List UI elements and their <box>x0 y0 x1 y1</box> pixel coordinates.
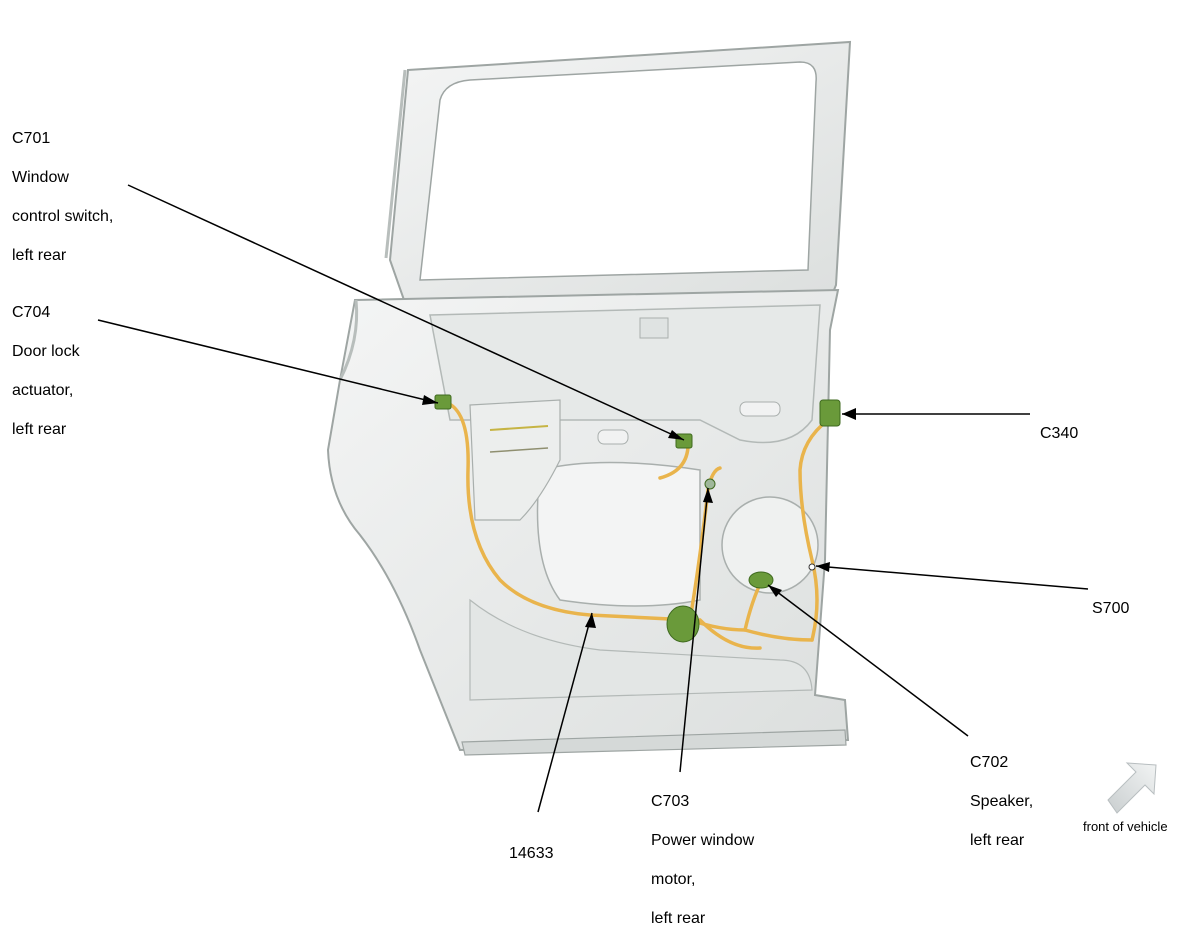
callout-c702-line1: Speaker, <box>970 792 1034 810</box>
callout-c703-line3: left rear <box>651 909 706 927</box>
callout-c702: C702 Speaker, left rear <box>970 733 1033 870</box>
callout-c704: C704 Door lock actuator, left rear <box>12 283 80 459</box>
leader-c704 <box>97 319 439 404</box>
leader-c703 <box>679 487 709 773</box>
connector-c703 <box>666 605 700 643</box>
door-panel <box>326 288 850 756</box>
wiring-diagram: C701 Window control switch, left rear C7… <box>12 40 1168 927</box>
callout-c702-line2: left rear <box>970 831 1025 849</box>
callout-c340-id: C340 <box>1040 424 1079 442</box>
connector-c340 <box>819 399 841 427</box>
door-illustration <box>97 40 1157 814</box>
callout-c703: C703 Power window motor, left rear <box>651 772 754 948</box>
callout-c701-line2: control switch, <box>12 207 114 225</box>
callout-c703-id: C703 <box>651 792 690 810</box>
leader-arrowheads <box>422 395 856 628</box>
callout-c340: C340 <box>1040 404 1078 463</box>
arrow-up-right-icon <box>1107 762 1157 814</box>
callout-14633-id: 14633 <box>509 844 554 862</box>
callout-s700: S700 <box>1092 579 1129 638</box>
connector-c702 <box>748 571 774 589</box>
callout-c703-line2: motor, <box>651 870 696 888</box>
callout-c703-line1: Power window <box>651 831 755 849</box>
callout-c702-id: C702 <box>970 753 1009 771</box>
connector-c704 <box>434 394 452 410</box>
leader-c701 <box>127 184 685 441</box>
leader-s700 <box>815 565 1089 590</box>
callout-c704-line3: left rear <box>12 420 67 438</box>
callout-14633: 14633 <box>509 824 554 883</box>
leader-c702 <box>767 584 969 737</box>
callout-c701: C701 Window control switch, left rear <box>12 109 113 285</box>
callout-c704-line2: actuator, <box>12 381 74 399</box>
callout-s700-id: S700 <box>1092 599 1130 617</box>
callout-c704-line1: Door lock <box>12 342 80 360</box>
front-of-vehicle-label: front of vehicle <box>1083 819 1168 834</box>
callout-c704-id: C704 <box>12 303 51 321</box>
window-frame <box>384 40 852 301</box>
callout-c701-line3: left rear <box>12 246 67 264</box>
callout-c701-line1: Window <box>12 168 69 186</box>
leader-14633 <box>537 612 593 813</box>
leader-lines <box>97 184 1089 813</box>
callout-c701-id: C701 <box>12 129 51 147</box>
